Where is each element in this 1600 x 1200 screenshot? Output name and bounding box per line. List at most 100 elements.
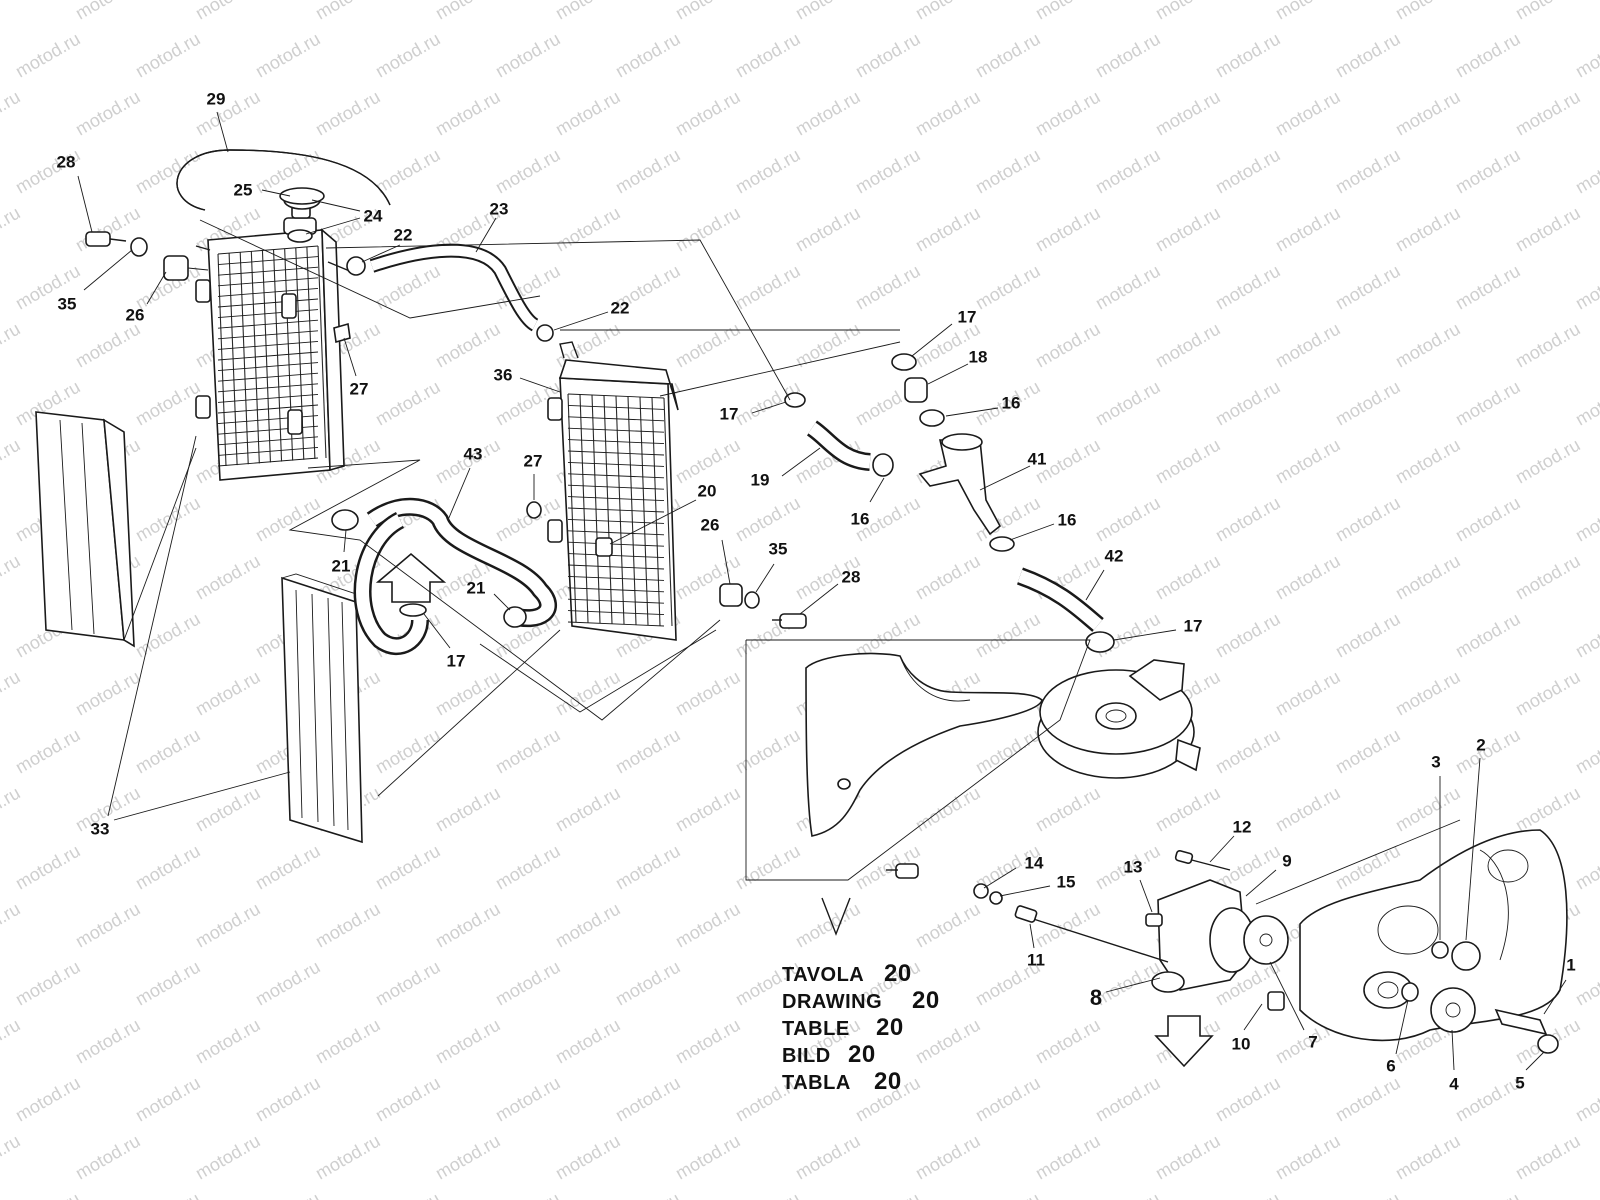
watermark-text: motod.ru (1512, 203, 1584, 256)
watermark-text: motod.ru (372, 377, 444, 430)
watermark-text: motod.ru (1512, 1131, 1584, 1184)
watermark-text: motod.ru (1212, 261, 1284, 314)
leader-line (475, 217, 497, 253)
watermark-text: motod.ru (132, 1189, 204, 1200)
callout-17: 17 (447, 651, 466, 670)
right-radiator (526, 341, 679, 641)
watermark-text: motod.ru (672, 1131, 744, 1184)
watermark-text: motod.ru (0, 1131, 24, 1184)
watermark-text: motod.ru (1452, 29, 1524, 82)
watermark-text: motod.ru (492, 957, 564, 1010)
callout-21: 21 (332, 556, 351, 575)
callout-18: 18 (969, 347, 988, 366)
watermark-text: motod.ru (852, 1189, 924, 1200)
watermark-text: motod.ru (1452, 493, 1524, 546)
watermark-text: motod.ru (252, 493, 324, 546)
watermark-text: motod.ru (1032, 1131, 1104, 1184)
callout-29: 29 (207, 89, 226, 108)
watermark-text: motod.ru (12, 1189, 84, 1200)
watermark-text: motod.ru (132, 841, 204, 894)
watermark-text: motod.ru (1572, 493, 1600, 546)
watermark-text: motod.ru (912, 551, 984, 604)
watermark-text: motod.ru (672, 0, 744, 23)
drawing-20-guard (805, 652, 1043, 879)
watermark-text: motod.ru (612, 29, 684, 82)
watermark-text: motod.ru (132, 957, 204, 1010)
guide-line (1255, 819, 1461, 905)
watermark-text: motod.ru (912, 203, 984, 256)
callout-9: 9 (1282, 851, 1291, 870)
leader-line (553, 311, 609, 331)
leader-line (755, 563, 775, 593)
callout-16: 16 (1002, 393, 1021, 412)
callout-7: 7 (1308, 1032, 1317, 1051)
leader-line (83, 249, 133, 291)
watermark-text: motod.ru (192, 1131, 264, 1184)
watermark-text: motod.ru (732, 725, 804, 778)
watermark-text: motod.ru (552, 87, 624, 140)
callout-6: 6 (1386, 1056, 1395, 1075)
callout-17: 17 (720, 404, 739, 423)
watermark-text: motod.ru (1332, 493, 1404, 546)
watermark-text: motod.ru (72, 0, 144, 23)
leader-line (1243, 1003, 1263, 1031)
watermark-text: motod.ru (492, 841, 564, 894)
watermark-text: motod.ru (972, 261, 1044, 314)
watermark-text: motod.ru (1572, 957, 1600, 1010)
watermark-text: motod.ru (432, 783, 504, 836)
watermark-text: motod.ru (1572, 145, 1600, 198)
watermark-text: motod.ru (1212, 1073, 1284, 1126)
leader-line (911, 323, 953, 357)
leader-line (1113, 629, 1177, 641)
leader-line (1395, 999, 1409, 1055)
guide-line (745, 639, 1091, 881)
leader-line (1245, 869, 1277, 897)
callout-41: 41 (1028, 449, 1047, 468)
watermark-text: motod.ru (1392, 783, 1464, 836)
watermark-text: motod.ru (0, 1015, 24, 1068)
watermark-text: motod.ru (432, 667, 504, 720)
watermark-text: motod.ru (1272, 319, 1344, 372)
cylinder-head (1037, 659, 1201, 779)
leader-line (423, 613, 451, 649)
watermark-text: motod.ru (1572, 841, 1600, 894)
watermark-text: motod.ru (492, 145, 564, 198)
watermark-text: motod.ru (972, 1073, 1044, 1126)
watermark-text: motod.ru (912, 783, 984, 836)
watermark-text: motod.ru (672, 667, 744, 720)
watermark-text: motod.ru (192, 899, 264, 952)
leader-line (343, 337, 357, 377)
watermark-text: motod.ru (72, 899, 144, 952)
guide-line (288, 459, 721, 721)
watermark-text: motod.ru (1092, 1073, 1164, 1126)
callout-13: 13 (1124, 857, 1143, 876)
watermark-text: motod.ru (1572, 261, 1600, 314)
watermark-text: motod.ru (1032, 203, 1104, 256)
watermark-text: motod.ru (1512, 319, 1584, 372)
watermark-text: motod.ru (1332, 29, 1404, 82)
leader-line (1009, 523, 1055, 541)
watermark-text: motod.ru (252, 1073, 324, 1126)
watermark-text: motod.ru (1452, 261, 1524, 314)
hose-assembly (784, 353, 1115, 653)
watermark-text: motod.ru (192, 87, 264, 140)
watermark-text: motod.ru (552, 1015, 624, 1068)
watermark-text: motod.ru (672, 783, 744, 836)
reference-word: TABLA (782, 1072, 851, 1094)
watermark-text: motod.ru (1212, 145, 1284, 198)
watermark-text: motod.ru (732, 1189, 804, 1200)
watermark-text: motod.ru (0, 203, 24, 256)
callout-35: 35 (58, 294, 77, 313)
leader-line (343, 529, 347, 553)
watermark-text: motod.ru (1392, 203, 1464, 256)
watermark-text: motod.ru (1512, 435, 1584, 488)
watermark-text: motod.ru (72, 87, 144, 140)
leader-line (1525, 1051, 1545, 1071)
watermark-text: motod.ru (672, 319, 744, 372)
watermark-text: motod.ru (672, 203, 744, 256)
watermark-text: motod.ru (1332, 609, 1404, 662)
watermark-text: motod.ru (0, 87, 24, 140)
right-shroud (281, 573, 363, 844)
watermark-text: motod.ru (1212, 609, 1284, 662)
